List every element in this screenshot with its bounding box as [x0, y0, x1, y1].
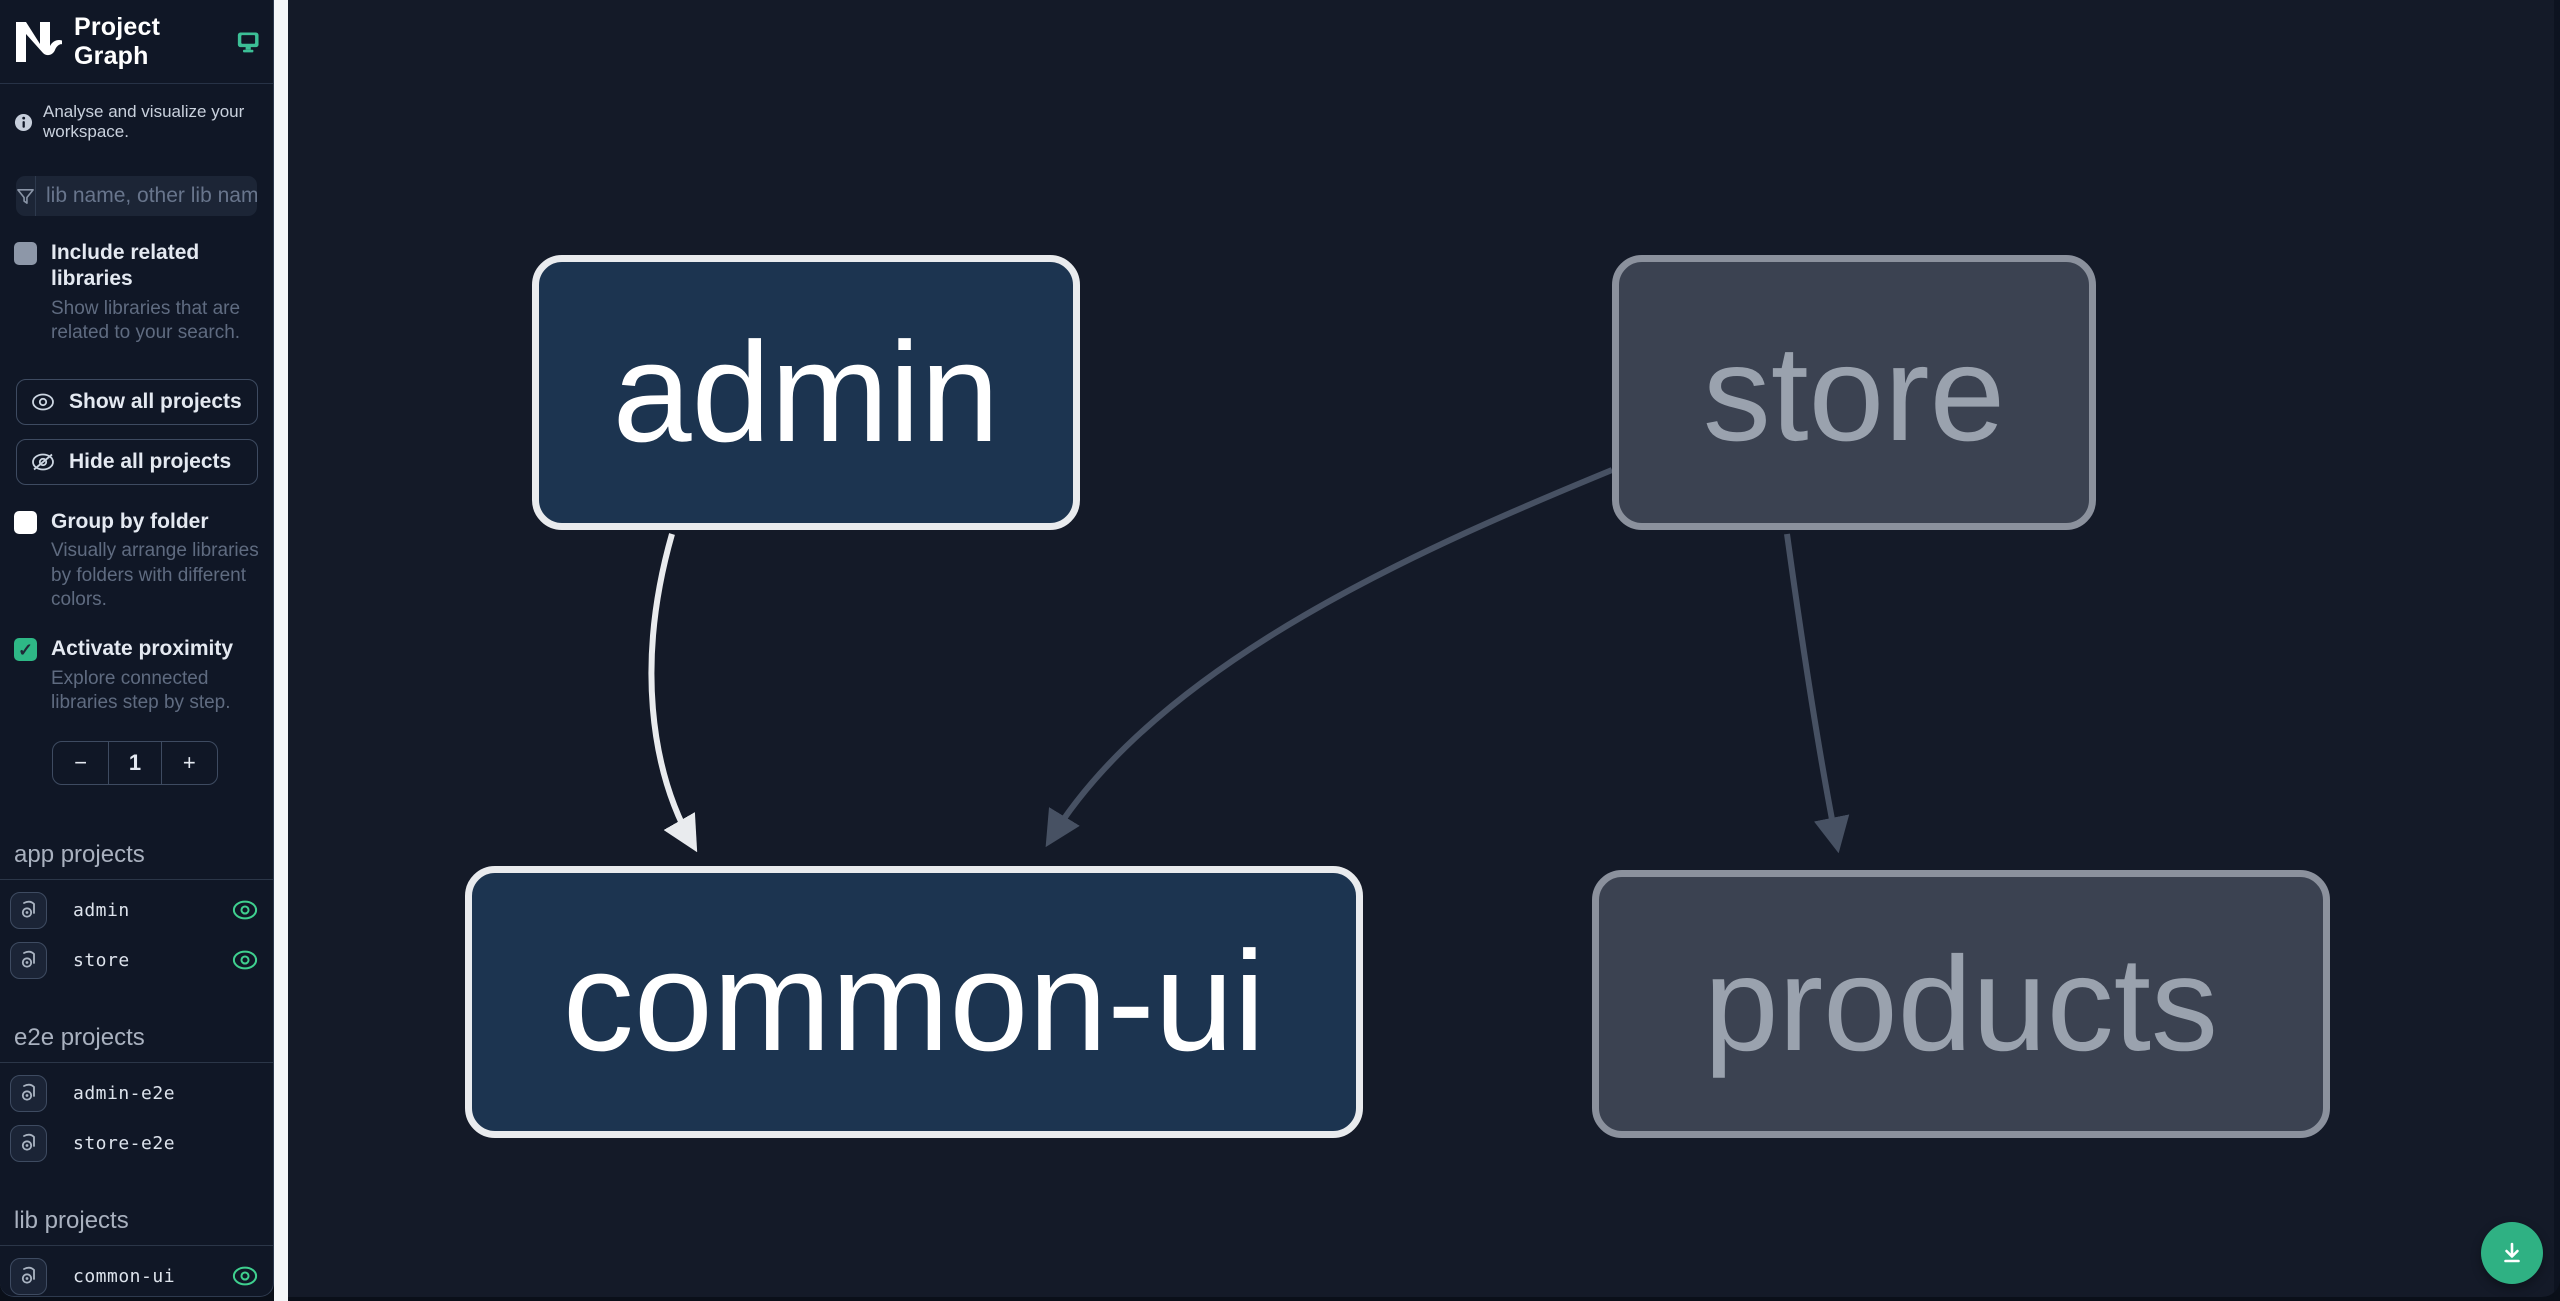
show-all-projects-label: Show all projects	[69, 390, 242, 414]
canvas-scrollbar-track[interactable]	[2554, 0, 2560, 1297]
section-app-projects: app projects admin	[0, 841, 273, 980]
filter-funnel-icon	[16, 176, 36, 216]
node-label: products	[1704, 929, 2218, 1079]
project-name: store-e2e	[73, 1132, 176, 1154]
focus-project-button[interactable]	[10, 1257, 47, 1295]
section-e2e-projects: e2e projects admin-e2e	[0, 1024, 273, 1163]
eye-off-icon	[32, 453, 54, 471]
section-title: app projects	[0, 841, 273, 881]
focus-icon	[21, 951, 35, 968]
focus-icon	[21, 1134, 35, 1151]
graph-node-store[interactable]: store	[1612, 255, 2096, 530]
eye-icon	[32, 393, 54, 411]
stepper-decrement-button[interactable]: −	[74, 750, 88, 776]
project-row-store: store	[0, 940, 273, 980]
focus-project-button[interactable]	[10, 1074, 47, 1112]
project-eye-icon[interactable]	[231, 950, 259, 970]
edge-admin-to-common-ui	[648, 533, 698, 853]
focus-icon	[21, 901, 35, 918]
show-all-projects-button[interactable]: Show all projects	[16, 379, 258, 426]
focus-icon	[21, 1267, 35, 1284]
checkbox-description: Explore connected libraries step by step…	[51, 667, 231, 713]
stepper-increment-button[interactable]: +	[182, 750, 196, 776]
stepper-value: 1	[108, 742, 162, 785]
hide-all-projects-label: Hide all projects	[69, 450, 232, 474]
download-image-button[interactable]	[2481, 1222, 2543, 1284]
hide-all-projects-button[interactable]: Hide all projects	[16, 439, 258, 486]
check-icon: ✓	[17, 639, 34, 660]
focus-icon	[21, 1084, 35, 1101]
search-box	[16, 176, 257, 216]
checkbox-box-checked[interactable]: ✓	[14, 638, 37, 662]
checkbox-box[interactable]	[14, 511, 37, 535]
info-icon	[14, 113, 33, 131]
node-label: admin	[612, 312, 1000, 472]
project-row-store-e2e: store-e2e	[0, 1123, 273, 1163]
checkbox-label: Activate proximity	[51, 637, 234, 661]
focus-project-button[interactable]	[10, 1124, 47, 1162]
sidebar: Project Graph Analyse and visualize your…	[0, 0, 274, 1297]
node-label: common-ui	[562, 922, 1266, 1081]
sidebar-resizer[interactable]	[274, 0, 288, 1301]
checkbox-group-by-folder[interactable]: Group by folder Visually arrange librari…	[0, 509, 273, 612]
checkbox-description: Visually arrange libraries by folders wi…	[51, 540, 259, 610]
graph-node-common-ui[interactable]: common-ui	[465, 866, 1363, 1138]
checkbox-include-related[interactable]: Include related libraries Show libraries…	[0, 240, 273, 345]
node-label: store	[1702, 316, 2006, 469]
checkbox-activate-proximity[interactable]: ✓ Activate proximity Explore connected l…	[0, 636, 273, 715]
focus-project-button[interactable]	[10, 891, 47, 929]
graph-edges	[648, 467, 1850, 854]
sidebar-header: Project Graph	[0, 0, 273, 84]
section-title: lib projects	[0, 1207, 273, 1247]
monitor-icon	[237, 32, 259, 52]
nx-logo-icon	[16, 21, 62, 62]
project-name: admin	[73, 899, 130, 921]
project-name: store	[73, 949, 130, 971]
search-input[interactable]	[36, 176, 257, 216]
checkbox-description: Show libraries that are related to your …	[51, 297, 241, 343]
edge-store-to-products	[1784, 533, 1850, 854]
project-name: admin-e2e	[73, 1082, 176, 1104]
project-row-common-ui: common-ui	[0, 1256, 273, 1296]
project-eye-icon[interactable]	[231, 900, 259, 920]
section-lib-projects: lib projects common-ui	[0, 1207, 273, 1301]
project-eye-icon[interactable]	[231, 1266, 259, 1286]
section-title: e2e projects	[0, 1024, 273, 1064]
workspace-subtitle-row: Analyse and visualize your workspace.	[0, 84, 273, 148]
graph-canvas[interactable]: admin store common-ui products	[288, 0, 2560, 1297]
checkbox-box[interactable]	[14, 242, 37, 265]
edge-store-to-common-ui	[1045, 467, 1614, 848]
graph-node-products[interactable]: products	[1592, 870, 2330, 1138]
page-title: Project Graph	[74, 12, 161, 70]
focus-project-button[interactable]	[10, 941, 47, 979]
project-row-admin: admin	[0, 890, 273, 930]
proximity-stepper: − 1 +	[52, 741, 218, 786]
workspace-subtitle: Analyse and visualize your workspace.	[43, 102, 245, 141]
checkbox-label: Group by folder	[51, 510, 209, 534]
download-icon	[2504, 1242, 2520, 1263]
checkbox-label: Include related libraries	[51, 241, 200, 291]
project-row-admin-e2e: admin-e2e	[0, 1073, 273, 1113]
graph-node-admin[interactable]: admin	[532, 255, 1080, 530]
project-name: common-ui	[73, 1265, 176, 1287]
